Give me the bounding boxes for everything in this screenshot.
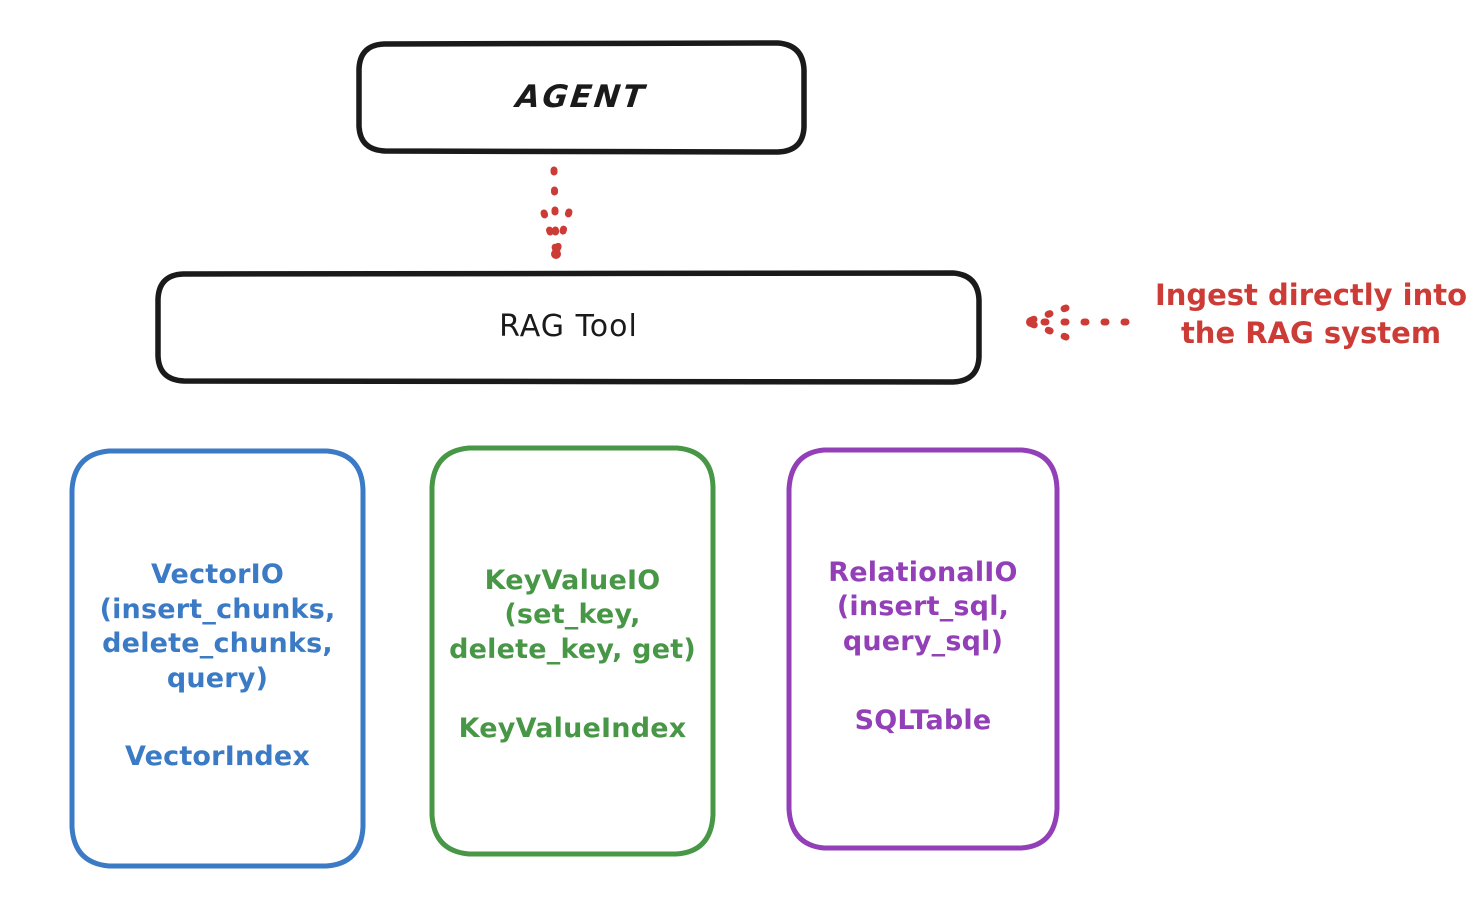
relational-io-index-label: SQLTable xyxy=(854,704,992,736)
vector-io-index-label: VectorIndex xyxy=(124,741,311,773)
rag-tool-label: RAG Tool xyxy=(499,309,638,345)
key-value-io-api-label: KeyValueIO (set_key, delete_key, get) xyxy=(449,564,696,665)
key-value-io-index-label: KeyValueIndex xyxy=(458,712,687,744)
agent-to-rag-tool-arrow xyxy=(540,166,573,259)
agent-node[interactable]: AGENT xyxy=(356,40,807,155)
ingest-to-rag-tool-arrow xyxy=(1026,304,1130,341)
vector-io-api-label: VectorIO (insert_chunks, delete_chunks, … xyxy=(99,559,336,694)
vector-io-node[interactable]: VectorIO (insert_chunks, delete_chunks, … xyxy=(69,448,366,869)
ingest-annotation-label: Ingest directly into the RAG system xyxy=(1154,278,1468,351)
relational-io-node[interactable]: RelationalIO (insert_sql, query_sql) SQL… xyxy=(786,447,1060,851)
rag-tool-node[interactable]: RAG Tool xyxy=(155,270,982,385)
agent-label: AGENT xyxy=(514,78,649,115)
key-value-io-node[interactable]: KeyValueIO (set_key, delete_key, get) Ke… xyxy=(429,445,716,857)
relational-io-api-label: RelationalIO (insert_sql, query_sql) xyxy=(828,556,1018,657)
